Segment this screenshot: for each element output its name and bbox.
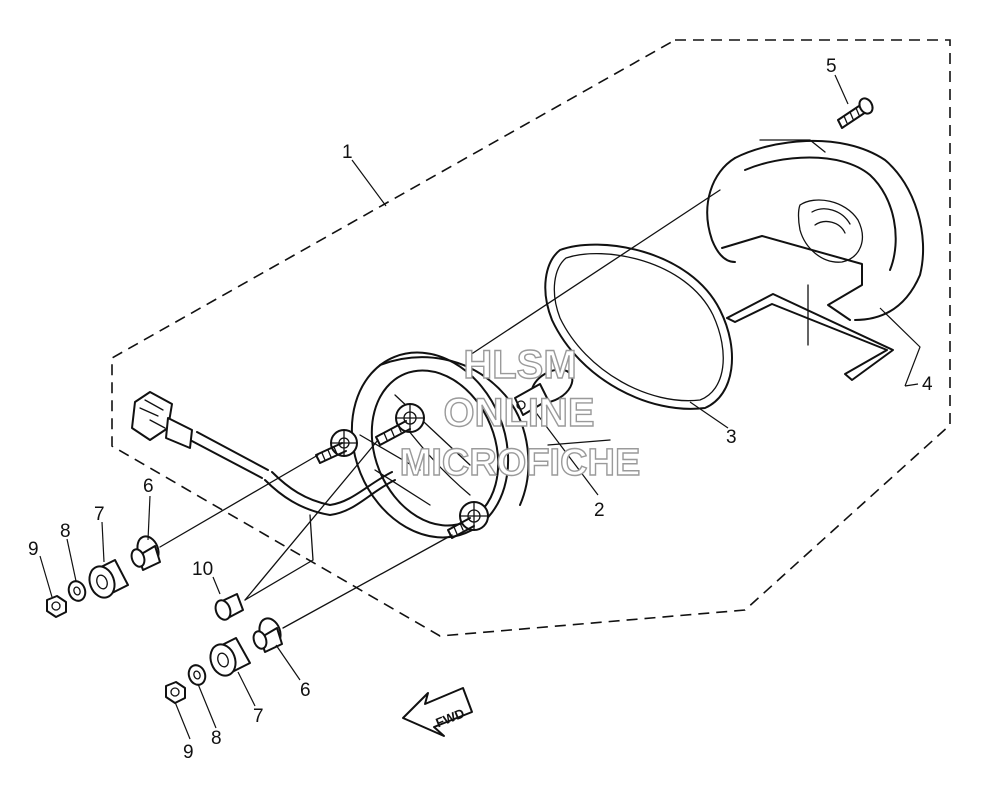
explosion-lines (159, 189, 809, 629)
callout-8-lower: 8 (211, 728, 222, 749)
callout-8-upper: 8 (60, 521, 71, 542)
washer-upper (67, 580, 87, 602)
grommet-upper (88, 559, 129, 599)
nut-lower (165, 681, 186, 704)
callout-9-lower: 9 (183, 742, 194, 763)
collar-lower (252, 617, 283, 653)
callout-7-upper: 7 (94, 504, 105, 525)
callout-2: 2 (594, 500, 605, 521)
stud-lower (447, 517, 475, 539)
wire-harness (189, 431, 396, 516)
nut-upper (46, 595, 67, 618)
spacer (214, 593, 244, 621)
watermark-line3: MICROFICHE (400, 442, 641, 484)
grommet-lower (209, 637, 251, 677)
callout-9-upper: 9 (28, 539, 39, 560)
wire-connector (131, 391, 193, 449)
fwd-arrow-icon: FWD (402, 687, 473, 737)
washer-lower (187, 664, 207, 686)
gasket (544, 243, 733, 410)
watermark-line1: HLSM (463, 343, 576, 387)
housing-boss-upper (395, 403, 425, 433)
callout-6-upper: 6 (143, 476, 154, 497)
watermark: HLSM ONLINE MICROFICHE (399, 342, 641, 484)
housing-boss-lower (459, 501, 489, 531)
lens (706, 139, 924, 381)
callout-6-lower: 6 (300, 680, 311, 701)
callout-7-lower: 7 (253, 706, 264, 727)
callout-1: 1 (342, 142, 353, 163)
collar-upper (130, 535, 161, 571)
assembly-boundary (111, 39, 951, 637)
callout-4: 4 (922, 374, 933, 395)
watermark-line2: ONLINE (443, 391, 594, 435)
housing-boss-left (330, 429, 358, 457)
screw (837, 97, 874, 129)
bulb (514, 368, 574, 416)
callout-5: 5 (826, 56, 837, 77)
callout-10: 10 (192, 559, 213, 580)
callout-3: 3 (726, 427, 737, 448)
callout-leaders (39, 74, 921, 740)
